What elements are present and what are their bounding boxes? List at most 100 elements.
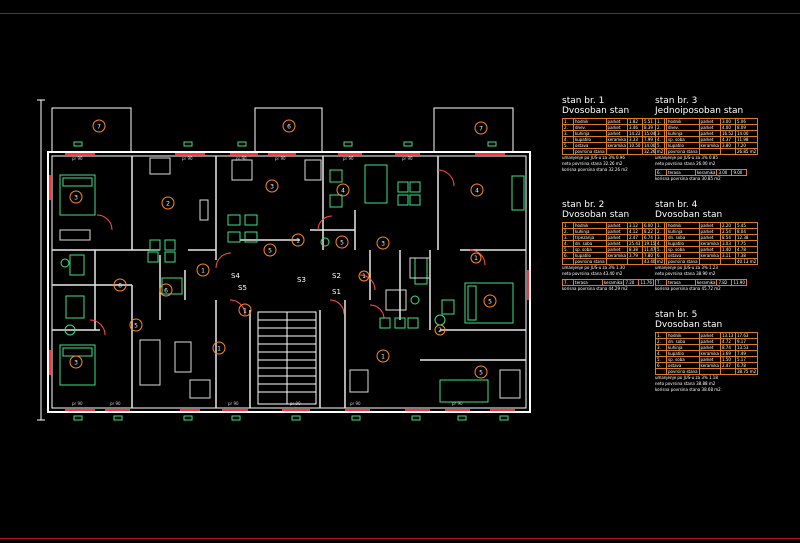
cell: keramika <box>698 350 721 357</box>
cell: 7. <box>655 279 667 286</box>
svg-text:pr 90: pr 90 <box>228 401 239 406</box>
bottom-frame-line <box>0 538 800 539</box>
svg-text:pr 90: pr 90 <box>350 401 361 406</box>
cell: keramika <box>698 252 721 259</box>
cell: 10.50 <box>626 142 643 149</box>
unit-2-note: umanjenje po JUS-u za 3% 1.30 <box>562 265 625 270</box>
svg-text:pr 90: pr 90 <box>402 156 413 161</box>
unit-5-subtitle: Dvosoban stan <box>655 320 723 330</box>
svg-text:1: 1 <box>362 273 366 280</box>
unit-1-note: umanjenje po JUS-u za 3% 0.96 <box>562 155 625 160</box>
svg-text:4: 4 <box>475 188 479 195</box>
svg-text:5: 5 <box>134 323 138 330</box>
cell: keramika <box>698 362 721 369</box>
svg-text:1: 1 <box>217 346 221 353</box>
svg-text:5: 5 <box>479 370 483 377</box>
cell: 3.00 <box>716 169 733 176</box>
cell: 38.75 m2 <box>734 368 759 375</box>
cell: povrsina stana <box>666 368 700 375</box>
cell: povrsina stana <box>666 148 700 155</box>
svg-text:7: 7 <box>97 124 101 131</box>
cell: 14.22 <box>626 130 643 137</box>
unit-3-note: korisna povrsina stana 30.85 m2 <box>655 176 721 181</box>
svg-text:1: 1 <box>201 268 205 275</box>
svg-text:pr 90: pr 90 <box>290 401 301 406</box>
svg-text:1: 1 <box>243 308 247 315</box>
svg-text:5: 5 <box>488 299 492 306</box>
svg-text:1: 1 <box>381 354 385 361</box>
svg-text:3: 3 <box>74 360 78 367</box>
cell: 40.13 m2 <box>734 258 759 265</box>
cell <box>698 368 721 375</box>
unit-4-title: stan br. 4 <box>655 200 698 210</box>
cell: 9.00 <box>731 169 748 176</box>
svg-text:pr 90: pr 90 <box>72 401 83 406</box>
unit-3-note: umanjenje po JUS-u za 3% 0.85 <box>655 155 718 160</box>
svg-text:2: 2 <box>166 201 170 208</box>
cell: terasa <box>666 169 696 176</box>
unit-4-note: umanjenje po JUS-u za 3% 1.23 <box>655 265 718 270</box>
svg-text:1: 1 <box>474 255 478 262</box>
svg-text:S1: S1 <box>332 288 341 296</box>
cell <box>626 258 643 265</box>
svg-text:S3: S3 <box>297 276 306 284</box>
cell: 16.52 <box>719 130 736 137</box>
svg-text:2: 2 <box>438 327 442 334</box>
cell: 7.20 <box>623 279 640 286</box>
cell <box>719 368 736 375</box>
unit-4-note: korisna povrsina stana 45.72 m2 <box>655 286 721 291</box>
unit-5-title: stan br. 5 <box>655 310 698 320</box>
unit-3-title: stan br. 3 <box>655 96 698 106</box>
svg-text:3: 3 <box>381 241 385 248</box>
cell <box>719 148 736 155</box>
cell <box>698 258 721 265</box>
svg-text:7: 7 <box>479 126 483 133</box>
cell: 7. <box>562 279 574 286</box>
unit-5-note: umanjenje po JUS-u za 3% 1.18 <box>655 375 718 380</box>
unit-5-note: neto povrsina stana 38.88 m2 <box>655 381 716 386</box>
cell: 7.82 <box>716 279 733 286</box>
svg-text:5: 5 <box>340 240 344 247</box>
cell <box>719 258 736 265</box>
svg-text:3: 3 <box>270 184 274 191</box>
unit-1-note: korisna povrsina stana 32.26 m2 <box>562 167 628 172</box>
unit-5-note: korisna povrsina stana 38.68 m2 <box>655 387 721 392</box>
cell: keramika <box>694 169 718 176</box>
svg-text:pr 90: pr 90 <box>110 401 121 406</box>
svg-text:4: 4 <box>341 188 345 195</box>
svg-text:pr 90: pr 90 <box>343 156 354 161</box>
cell <box>655 368 667 375</box>
cell: keramika <box>601 279 625 286</box>
cell: terasa <box>666 279 696 286</box>
cell <box>655 148 667 155</box>
unit-1-note: neto povrsina stana 32.26 m2 <box>562 161 623 166</box>
